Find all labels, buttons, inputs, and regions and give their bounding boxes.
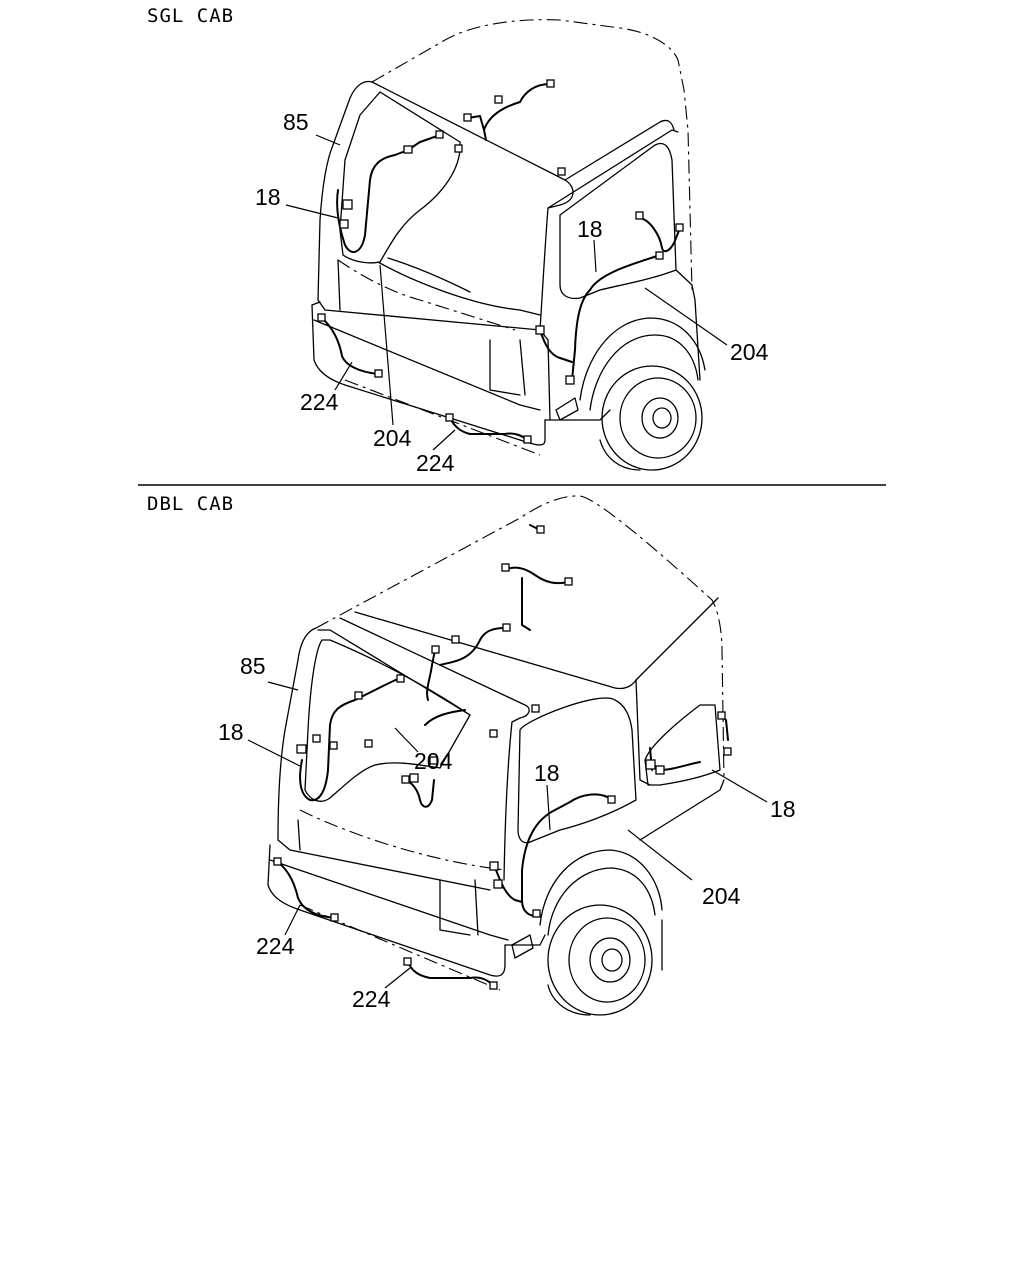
dbl-callout-204-right: 204	[702, 883, 741, 909]
sgl-harness-roof	[454, 79, 566, 176]
dbl-harness-18-center	[489, 793, 616, 918]
sgl-cab-body	[311, 19, 706, 471]
sgl-harness-18-right	[535, 211, 684, 385]
dbl-callout-18-center: 18	[534, 760, 560, 786]
sgl-callout-18-left: 18	[255, 184, 281, 210]
sgl-callout-204-right: 204	[730, 339, 769, 365]
dbl-cab-body	[267, 495, 725, 1016]
sgl-harness-224-left	[317, 313, 383, 378]
sgl-callout-224-left: 224	[300, 389, 339, 415]
sgl-cab-title: SGL CAB	[147, 5, 234, 27]
dbl-cab-title: DBL CAB	[147, 493, 234, 515]
sgl-callout-18-right: 18	[577, 216, 603, 242]
dbl-harness-roof	[364, 524, 573, 748]
sgl-cab-section: SGL CAB	[147, 5, 769, 476]
dbl-harness-18-right	[645, 711, 732, 775]
dbl-callout-18-left: 18	[218, 719, 244, 745]
sgl-rear-wheel	[601, 365, 703, 471]
dbl-callout-204-upper: 204	[414, 748, 453, 774]
dbl-callout-85: 85	[240, 653, 266, 679]
dbl-harness-224-right	[403, 957, 498, 990]
sgl-callout-204-center: 204	[373, 425, 412, 451]
dbl-rear-wheel	[547, 904, 653, 1016]
dbl-cab-section: DBL CAB	[147, 493, 796, 1016]
dbl-harness-204-upper	[401, 756, 438, 808]
dbl-callout-224-right: 224	[352, 986, 391, 1012]
sgl-callout-224-right: 224	[416, 450, 455, 476]
dbl-callout-224-left: 224	[256, 933, 295, 959]
sgl-harness-85	[336, 130, 444, 254]
dbl-harness-224-left	[273, 857, 339, 922]
dbl-harness-85	[296, 674, 405, 802]
dbl-callout-18-right: 18	[770, 796, 796, 822]
sgl-callout-85: 85	[283, 109, 309, 135]
sgl-harness-224-right	[445, 413, 532, 444]
